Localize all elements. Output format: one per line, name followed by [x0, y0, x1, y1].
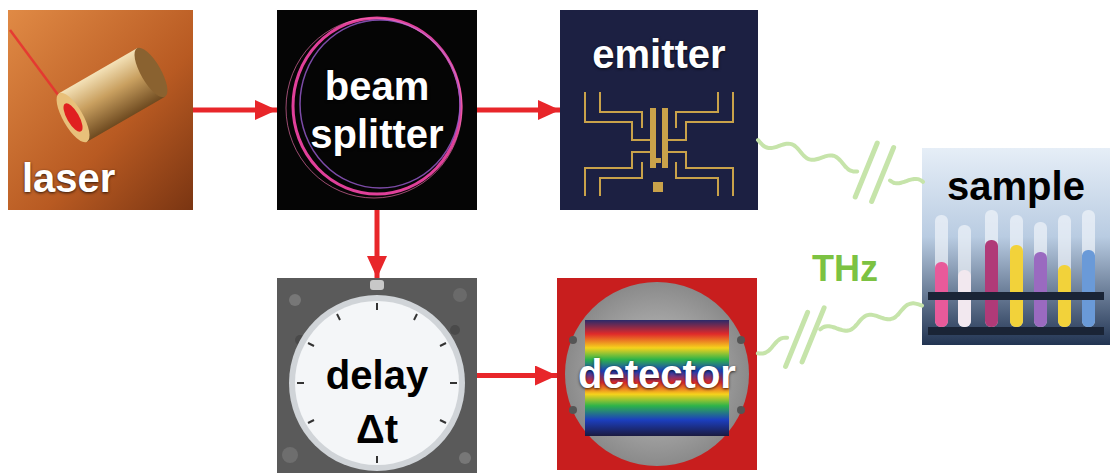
signal-label: THz [812, 248, 878, 290]
test-tubes-picture [1082, 250, 1095, 327]
test-tubes-picture [922, 148, 1110, 345]
sensor-picture [569, 336, 577, 344]
chip-picture [668, 152, 733, 196]
test-tubes-picture [1010, 215, 1023, 327]
test-tubes-picture [985, 210, 998, 327]
node-label: emitter [592, 30, 725, 78]
chip-picture [600, 162, 642, 196]
pocket-watch-picture [440, 343, 446, 346]
chip-picture [676, 92, 718, 128]
pocket-watch-picture [295, 301, 459, 465]
chip-picture [668, 92, 733, 140]
test-tubes-picture [922, 148, 1110, 345]
pocket-watch-picture [282, 447, 298, 463]
pocket-watch-picture [308, 420, 314, 423]
test-tubes-picture [958, 225, 971, 327]
node-label: sample [947, 162, 1085, 210]
wave-line [758, 140, 923, 183]
beam-arrow [377, 210, 378, 278]
laser-tile: laser [8, 10, 193, 210]
splitter-tile: beam splitter [277, 10, 477, 210]
test-tubes-picture [1082, 210, 1095, 327]
sensor-picture [557, 278, 757, 470]
pocket-watch-picture [297, 303, 457, 463]
node-label: delay Δt [307, 348, 447, 456]
delay-tile: delay Δt [277, 278, 477, 473]
pocket-watch-picture [277, 278, 477, 473]
chip-picture [585, 92, 650, 140]
chip-picture [585, 152, 650, 196]
laser-picture [8, 10, 193, 210]
pocket-watch-picture [370, 280, 384, 290]
fiber-picture [277, 10, 477, 210]
chip-picture [650, 108, 656, 168]
pocket-watch-picture [337, 314, 340, 320]
laser-picture [50, 43, 173, 146]
sample-tile: sample [922, 148, 1110, 345]
beam-line [477, 108, 560, 113]
node-label: beam splitter [283, 62, 471, 158]
laser-picture [128, 43, 173, 101]
beam-line [477, 373, 557, 378]
pocket-watch-picture [450, 382, 457, 384]
pocket-watch-picture [453, 288, 467, 302]
laser-picture [50, 88, 95, 146]
chip-picture [600, 92, 642, 128]
pocket-watch-picture [297, 382, 304, 384]
sensor-picture [569, 406, 577, 414]
emitter-tile: emitter [560, 10, 758, 210]
test-tubes-picture [928, 327, 1104, 335]
node-label: laser [22, 154, 115, 202]
break-mark [855, 143, 877, 197]
pocket-watch-picture [440, 420, 446, 423]
test-tubes-picture [985, 240, 998, 327]
chip-picture [653, 182, 663, 192]
chip-picture [676, 162, 718, 196]
laser-picture [60, 101, 86, 135]
chip-picture [560, 10, 758, 210]
pocket-watch-picture [459, 452, 471, 464]
pocket-watch-picture [450, 325, 460, 335]
chip-picture [656, 158, 661, 163]
test-tubes-picture [1034, 222, 1047, 327]
chip-picture [585, 92, 733, 196]
pocket-watch-picture [376, 303, 378, 310]
sensor-picture [565, 282, 749, 466]
beam-line [193, 108, 277, 113]
sensor-picture [737, 336, 745, 344]
pocket-watch-picture [289, 294, 301, 306]
beam-arrow [193, 110, 277, 111]
pocket-watch-picture [376, 456, 378, 463]
wave-line [758, 303, 922, 353]
beam-arrow [477, 110, 560, 111]
test-tubes-picture [928, 292, 1104, 300]
chip-picture [662, 108, 668, 168]
test-tubes-picture [1058, 215, 1071, 327]
beam-line [375, 210, 380, 278]
break-mark [872, 148, 894, 202]
sensor-picture [557, 278, 757, 470]
fiber-picture [277, 10, 477, 210]
laser-picture [8, 10, 193, 210]
node-label: detector [578, 350, 736, 398]
pocket-watch-picture [414, 314, 417, 320]
detector-tile: detector [557, 278, 757, 470]
sensor-picture [737, 406, 745, 414]
chip-picture [560, 10, 758, 210]
test-tubes-picture [935, 215, 948, 327]
pocket-watch-picture [308, 343, 314, 346]
pocket-watch-picture [277, 278, 477, 473]
test-tubes-picture [1010, 245, 1023, 327]
thz-wave [758, 140, 923, 202]
break-mark [786, 312, 808, 366]
test-tubes-picture [1034, 252, 1047, 327]
thz-wave [758, 303, 922, 366]
beam-arrow [477, 375, 557, 376]
pocket-watch-picture [289, 295, 465, 471]
